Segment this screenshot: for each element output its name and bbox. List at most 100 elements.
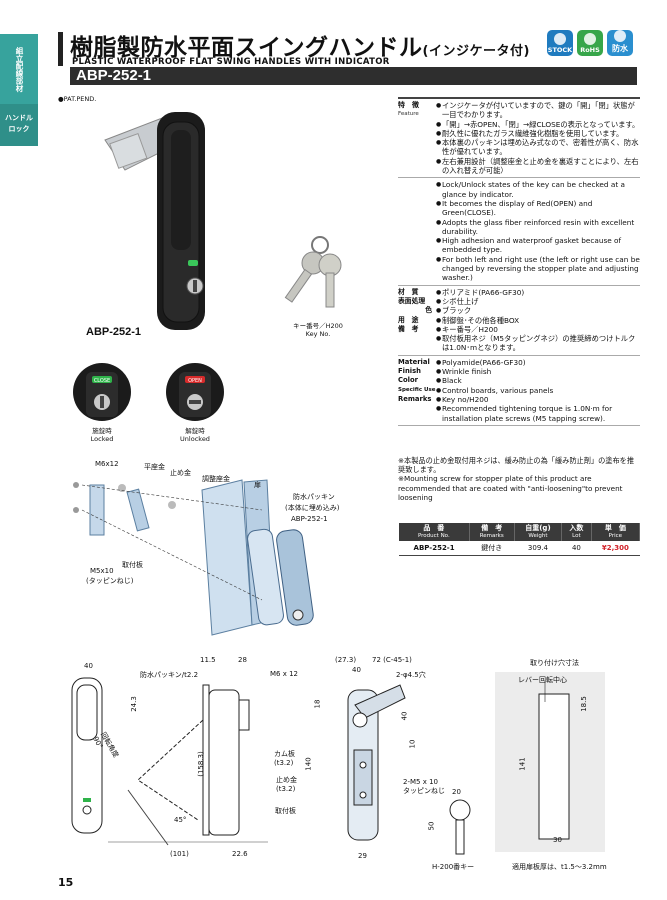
dim-72: 72 (C-45-1) <box>372 656 412 664</box>
dim-30: 30 <box>553 836 562 844</box>
dim-29: 29 <box>358 852 367 860</box>
exploded-view-diagram <box>73 479 314 636</box>
page-number: 15 <box>58 876 74 889</box>
front-view-drawing <box>71 677 103 834</box>
stock-badge: STOCK <box>547 30 573 56</box>
prop-en-row: ColorBlack <box>398 376 640 386</box>
price-header-weight: 自重(g)Weight <box>514 523 563 541</box>
key-h200-caption: H-200番キー <box>432 863 475 871</box>
dim-mount: 取付板 <box>275 807 296 815</box>
exploded-packing: 防水パッキン <box>293 493 335 501</box>
dim-40b: 40 <box>352 666 361 674</box>
feature-jp-item: 本体裏のパッキンは埋め込み式なので、密着性が高く、防水性が優れています。 <box>436 138 640 157</box>
prop-jp-row: 備 考キー番号／H200 <box>398 325 640 335</box>
product-label: ABP-252-1 <box>86 326 142 338</box>
cell-lot: 40 <box>561 541 592 556</box>
exploded-tomegane: 止め金 <box>170 469 191 477</box>
spec-feature-key-en: Feature <box>398 111 419 117</box>
title-english: PLASTIC WATERPROOF FLAT SWING HANDLES WI… <box>72 57 390 67</box>
sidebar-category: 組立配線部材 <box>0 34 38 104</box>
dim-22-6: 22.6 <box>232 850 248 858</box>
page-title: 樹脂製防水平面スイングハンドル(インジケータ付) <box>70 28 530 62</box>
feature-en-item: Lock/Unlock states of the key can be che… <box>436 180 640 199</box>
exploded-body: ABP-252-1 <box>291 515 328 523</box>
waterproof-badge-label: 防水 <box>612 44 628 53</box>
dim-50: 50 <box>427 821 436 831</box>
notes: ※本製品の止め金取付用ネジは、緩み防止の為「緩み防止剤」の塗布を推奨致します。 … <box>398 456 640 502</box>
dim-11-5: 11.5 <box>200 656 216 664</box>
spec-props-en: MaterialPolyamide(PA66-GF30) FinishWrink… <box>398 356 640 426</box>
rohs-badge: RoHS <box>577 30 603 56</box>
plate-thickness-caption: 適用扉板厚は、t1.5～3.2mm <box>512 863 607 871</box>
dim-lever-center: レバー回転中心 <box>518 676 567 684</box>
exploded-m6x12: M6x12 <box>95 460 119 468</box>
dim-27-3: (27.3) <box>335 656 357 664</box>
prop-en-row: MaterialPolyamide(PA66-GF30) <box>398 358 640 368</box>
key-caption: キー番号／H200 Key No. <box>283 322 353 338</box>
exploded-tobira: 扉 <box>254 481 261 489</box>
cutout-drawing <box>495 672 605 852</box>
feature-en-item: Adopts the glass fiber reinforced resin … <box>436 218 640 237</box>
dim-18: 18 <box>313 699 322 709</box>
spec-feature-en: Lock/Unlock states of the key can be che… <box>398 178 640 286</box>
rohs-badge-label: RoHS <box>580 46 600 54</box>
open-text: OPEN <box>188 378 202 384</box>
unlocked-caption: 解錠時 Unlocked <box>170 427 220 443</box>
key-caption-jp: キー番号／H200 <box>293 322 343 330</box>
locked-caption-jp: 施錠時 <box>92 427 112 435</box>
prop-jp-row: 用 途制御盤･その他各種BOX <box>398 316 640 326</box>
side-view-drawing <box>108 684 268 846</box>
exploded-m5x10: M5x10 <box>90 567 114 575</box>
cell-product: ABP-252-1 <box>399 541 470 556</box>
unlocked-indicator-photo: OPEN <box>166 363 224 421</box>
pat-pend: ●PAT.PEND. <box>58 95 97 103</box>
locked-indicator-photo: CLOSE <box>73 363 131 421</box>
exploded-toritsuke: 取付板 <box>122 561 143 569</box>
dim-28: 28 <box>238 656 247 664</box>
close-text: CLOSE <box>94 378 110 384</box>
dim-packing: 防水パッキン/t2.2 <box>140 671 199 679</box>
prop-en-row: Specific UseControl boards, various pane… <box>398 386 640 396</box>
stock-badge-label: STOCK <box>547 46 573 54</box>
waterproof-icon <box>614 30 626 42</box>
dim-140: 140 <box>304 757 313 771</box>
dim-m5: 2-M5 x 10 タッピンねじ <box>403 778 445 795</box>
dim-20: 20 <box>452 788 461 796</box>
key-caption-en: Key No. <box>305 330 331 338</box>
feature-jp-item: 耐久性に優れたガラス繊維強化樹脂を使用しています。 <box>436 129 640 139</box>
dim-cam: カム板 (t3.2) <box>274 750 295 767</box>
unlocked-caption-en: Unlocked <box>180 435 210 443</box>
stock-icon <box>554 33 566 45</box>
feature-jp-item: インジケータが付いていますので、鍵の「開」「閉」状態が一目でわかります。 <box>436 101 640 120</box>
dim-45: 45° <box>174 816 187 824</box>
dim-158-3: (158.3) <box>196 751 205 777</box>
prop-en-row: RemarksKey no/H200 <box>398 395 640 405</box>
cell-weight: 309.4 <box>514 541 562 556</box>
key-drawing <box>449 799 471 855</box>
dim-18-5: 18.5 <box>579 696 588 712</box>
prop-en-row: FinishWrinkle finish <box>398 367 640 377</box>
cutout-title: 取り付け穴寸法 <box>530 659 579 667</box>
dim-10: 10 <box>408 739 417 749</box>
prop-jp-row: 色ブラック <box>398 306 640 316</box>
spec-props-jp: 材 質ポリアミド(PA66-GF30) 表面処理シボ仕上げ 色ブラック 用 途制… <box>398 286 640 356</box>
dim-m6x12: M6 x 12 <box>270 670 298 678</box>
note-en: ※Mounting screw for stopper plate of thi… <box>398 474 623 502</box>
prop-jp-row: 取付板用ネジ（M5タッピングネジ）の推奨締めつけトルクは1.0N･mとなります。 <box>398 334 640 353</box>
prop-jp-row: 表面処理シボ仕上げ <box>398 297 640 307</box>
handle-photo <box>104 112 205 330</box>
table-row: ABP-252-1 鍵付き 309.4 40 ¥2,300 <box>399 541 640 556</box>
exploded-hiragane: 平座金 <box>144 463 165 471</box>
sidebar-section: ハンドル ロック <box>0 104 38 146</box>
dim-40c: 40 <box>400 711 409 721</box>
feature-jp-item: 「開」→赤OPEN、「閉」→緑CLOSEの表示となっています。 <box>436 120 640 130</box>
locked-caption: 施錠時 Locked <box>77 427 127 443</box>
title-accent-bar <box>58 32 63 66</box>
badge-group: STOCK RoHS 防水 <box>547 30 633 56</box>
